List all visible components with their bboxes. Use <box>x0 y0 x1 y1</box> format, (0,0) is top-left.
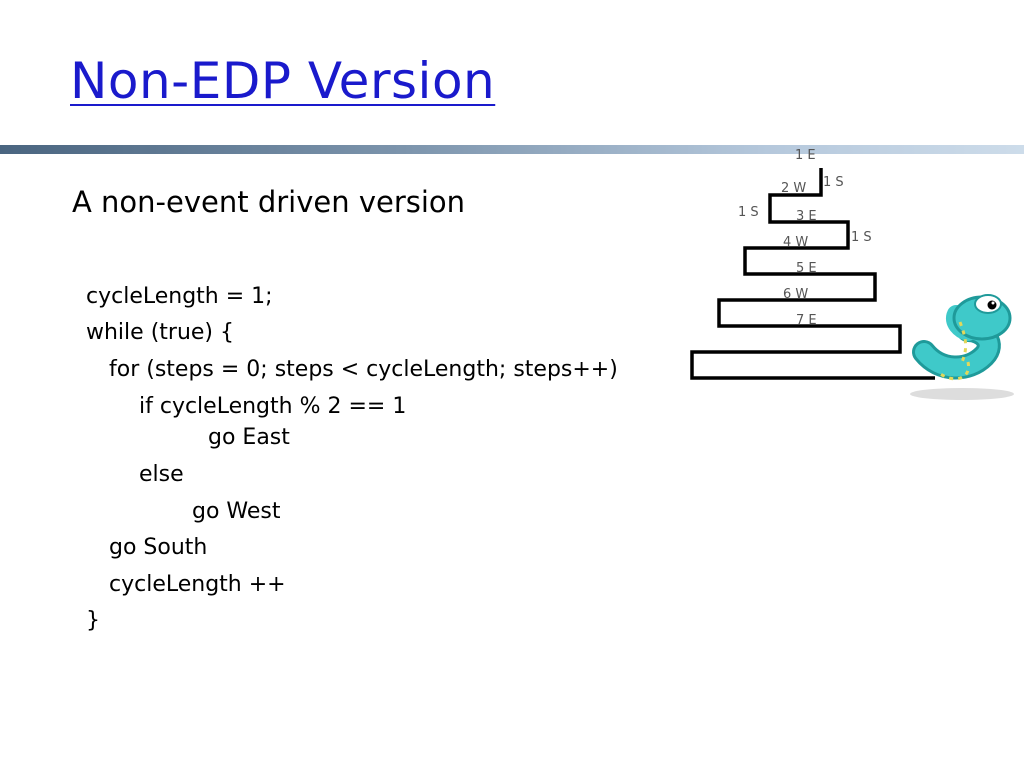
step-label-1s-c: 1 S <box>851 230 872 245</box>
slide-subtitle: A non-event driven version <box>72 185 466 219</box>
code-line-2: while (true) { <box>86 320 234 345</box>
step-label-1e: 1 E <box>795 148 816 163</box>
step-label-4w: 4 W <box>783 235 808 250</box>
code-line-3: for (steps = 0; steps < cycleLength; ste… <box>109 357 618 382</box>
step-label-3e: 3 E <box>796 209 817 224</box>
step-label-2w: 2 W <box>781 181 806 196</box>
code-line-8: go South <box>109 535 208 560</box>
code-line-9: cycleLength ++ <box>109 572 286 597</box>
step-label-6w: 6 W <box>783 287 808 302</box>
step-label-7e: 7 E <box>796 313 817 328</box>
code-line-4: if cycleLength % 2 == 1 <box>139 394 407 419</box>
step-label-1s-a: 1 S <box>823 175 844 190</box>
spiral-path-diagram: 1 E 2 W 1 S 1 S 3 E 4 W 1 S 5 E 6 W 7 E <box>690 148 1014 400</box>
code-line-6: else <box>139 462 184 487</box>
step-label-1s-b: 1 S <box>738 205 759 220</box>
code-line-5: go East <box>208 425 290 450</box>
code-line-1: cycleLength = 1; <box>86 284 273 309</box>
title-divider-bar <box>0 145 1024 154</box>
spiral-path <box>690 168 935 380</box>
snake-icon <box>910 294 1014 400</box>
code-line-7: go West <box>192 499 281 524</box>
code-line-10: } <box>86 608 100 633</box>
step-label-5e: 5 E <box>796 261 817 276</box>
slide-title: Non-EDP Version <box>70 52 496 110</box>
